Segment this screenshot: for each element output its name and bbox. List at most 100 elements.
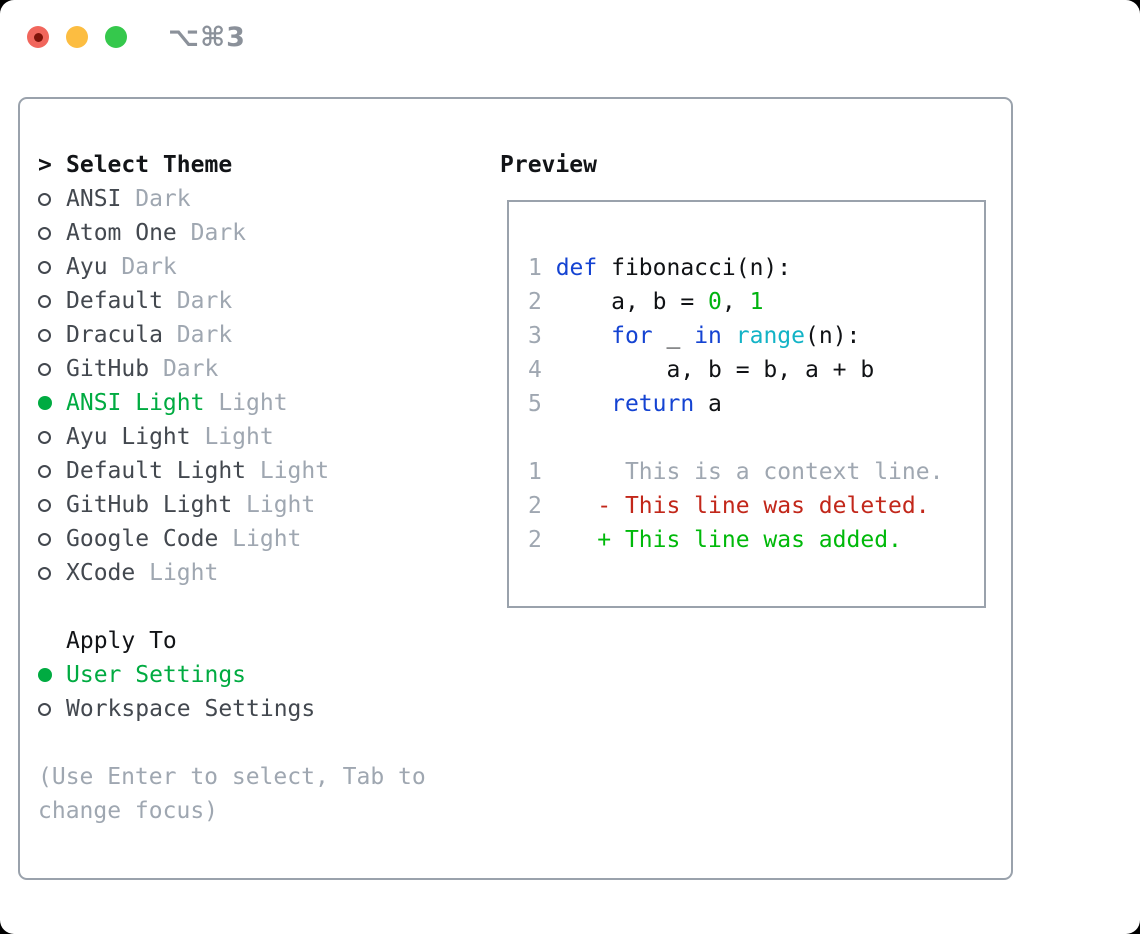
option-label: Ayu Light [66, 424, 191, 450]
radio-icon [38, 498, 51, 512]
radio-marker [38, 498, 66, 512]
preview-line: 2 + This line was added. [528, 523, 984, 557]
apply-option[interactable]: Workspace Settings [38, 692, 426, 726]
spacer-row [38, 726, 426, 760]
radio-marker [38, 260, 66, 274]
option-label: User Settings [66, 662, 247, 688]
apply-option[interactable]: User Settings [38, 658, 426, 692]
radio-icon [38, 192, 51, 206]
radio-icon [38, 328, 51, 342]
option-label: ANSI [66, 186, 122, 212]
preview-line: 5 return a [528, 387, 984, 421]
close-button[interactable] [27, 26, 49, 48]
preview-line: 2 - This line was deleted. [528, 489, 984, 523]
select-theme-title: Select Theme [66, 152, 233, 178]
preview-line [528, 217, 984, 251]
radio-marker [38, 702, 66, 716]
code-segment-fg: a, b = [555, 289, 709, 315]
radio-marker [38, 396, 66, 410]
option-label: GitHub Light [66, 492, 233, 518]
prompt-caret-icon: > [38, 152, 52, 178]
option-label: ANSI Light [66, 390, 205, 416]
radio-icon [38, 532, 51, 546]
code-segment-fg: (n): [805, 323, 861, 349]
theme-option[interactable]: GitHub Light Light [38, 488, 426, 522]
spacer-row [38, 590, 426, 624]
select-theme-header: > Select Theme [38, 148, 426, 182]
preview-line: 4 a, b = b, a + b [528, 353, 984, 387]
window-title: ⌥⌘3 [168, 21, 246, 53]
minimize-button[interactable] [66, 26, 88, 48]
code-segment-num: 2 [528, 493, 542, 519]
radio-marker [38, 362, 66, 376]
apply-to-header: Apply To [38, 624, 426, 658]
option-label: Ayu [66, 254, 108, 280]
preview-title: Preview [500, 152, 597, 178]
radio-marker [38, 192, 66, 206]
code-segment-num: 2 [528, 289, 556, 315]
radio-icon [38, 294, 51, 308]
theme-option[interactable]: Ayu Dark [38, 250, 426, 284]
radio-selected-icon [38, 396, 52, 410]
help-text: (Use Enter to select, Tab to change focu… [38, 760, 426, 828]
radio-marker [38, 226, 66, 240]
option-variant-label: Dark [162, 356, 219, 382]
help-line-1: (Use Enter to select, Tab to [38, 764, 426, 790]
radio-icon [38, 362, 51, 376]
radio-icon [38, 464, 51, 478]
preview-header-row: Preview [500, 148, 986, 182]
code-segment-add: + This line was added. [597, 527, 902, 553]
preview-line: 2 a, b = 0, 1 [528, 285, 984, 319]
code-segment-kw: def [555, 255, 598, 281]
code-segment-lit: 0 [708, 289, 722, 315]
radio-icon [38, 430, 51, 444]
code-segment-fg: a [694, 391, 722, 417]
option-label: XCode [66, 560, 136, 586]
code-segment-fg: a, b = b, a + b [555, 357, 875, 383]
theme-option[interactable]: ANSI Light Light [38, 386, 426, 420]
option-label: GitHub [66, 356, 150, 382]
radio-icon [38, 566, 51, 580]
code-segment-num: 1 [528, 459, 542, 485]
radio-icon [38, 702, 51, 716]
help-line-2: change focus) [38, 798, 219, 824]
option-variant-label: Light [246, 492, 316, 518]
radio-marker [38, 294, 66, 308]
preview-line [528, 421, 984, 455]
radio-marker [38, 430, 66, 444]
option-variant-label: Dark [121, 254, 177, 280]
code-segment-ctx: This is a context line. [541, 459, 944, 485]
code-segment-num: 2 [528, 527, 542, 553]
radio-marker [38, 464, 66, 478]
code-segment-del: - This line was deleted. [597, 493, 930, 519]
code-segment-num: 1 [528, 255, 556, 281]
preview-column: Preview 1 def fibonacci(n): 2 a, b = 0, 1… [500, 148, 986, 608]
theme-option[interactable]: Ayu Light Light [38, 420, 426, 454]
code-segment-fg [556, 323, 611, 349]
option-label: Google Code [66, 526, 219, 552]
code-segment-kw: in [694, 323, 722, 349]
zoom-button[interactable] [105, 26, 127, 48]
code-segment-fg: , [721, 289, 750, 315]
option-variant-label: Light [204, 424, 274, 450]
code-segment-fg: fibonacci(n): [597, 255, 792, 281]
option-variant-label: Light [259, 458, 330, 484]
theme-option[interactable]: GitHub Dark [38, 352, 426, 386]
preview-line: 3 for _ in range(n): [528, 319, 984, 353]
radio-marker [38, 566, 66, 580]
option-variant-label: Light [218, 390, 288, 416]
code-segment-fg [722, 323, 736, 349]
option-variant-label: Dark [176, 288, 233, 314]
